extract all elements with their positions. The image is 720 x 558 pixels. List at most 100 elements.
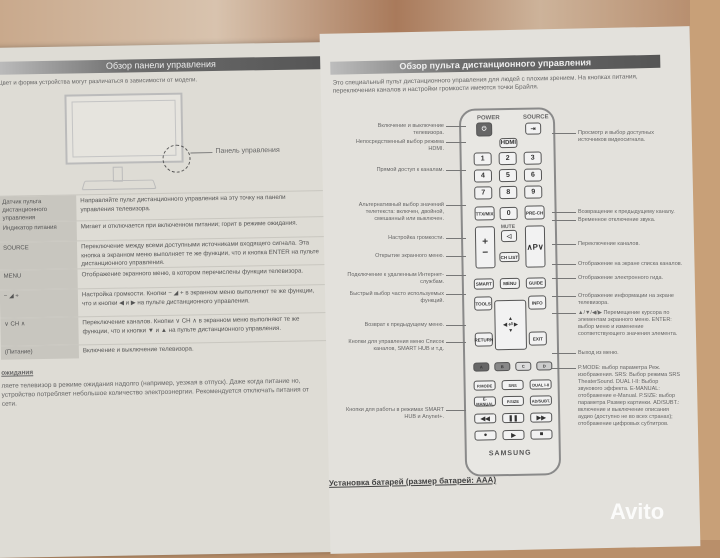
digit-button: 7 (474, 186, 493, 200)
control-panel-marker (162, 144, 191, 173)
left-callout: Прямой доступ к каналам. (376, 167, 444, 173)
row-label: SOURCE (0, 241, 78, 270)
source-label: SOURCE (522, 114, 549, 121)
left-callout: Альтернативный выбор значений телетекста… (358, 202, 444, 222)
source-icon: ⇥ (525, 122, 542, 135)
row-desc: Включение и выключение телевизора. (82, 345, 194, 355)
digit-button: 3 (523, 151, 542, 165)
color-button: A (473, 362, 490, 372)
row-label: Датчик пульта дистанционного управления (0, 195, 77, 222)
model-note: Цвет и форма устройства могут различатьс… (0, 77, 198, 87)
stop-icon: ■ (530, 429, 553, 440)
callout-line (552, 133, 576, 134)
control-panel-label: Панель управления (215, 146, 280, 156)
channel-rocker: ∧P∨ (524, 225, 546, 268)
row-label: − ◢ + (0, 289, 79, 318)
left-callout: Кнопки для работы в режимах SMART HUB и … (346, 407, 444, 420)
right-callout: P.MODE: выбор параметра Реж. изображения… (578, 365, 681, 427)
row-desc: Настройка громкости. Кнопки − ◢ + в экра… (81, 287, 315, 307)
callout-line (552, 244, 576, 245)
callout-line (552, 220, 576, 221)
left-page: Обзор панели управления Цвет и форма уст… (0, 42, 335, 558)
callout-line (552, 278, 576, 279)
row-desc: Переключение каналов. Кнопки ∨ CH ∧ в эк… (82, 315, 300, 335)
left-page-title: Обзор панели управления (0, 56, 326, 75)
callout-line (552, 212, 576, 213)
record-icon: ● (474, 430, 497, 441)
digit-button: 0 (499, 206, 518, 221)
right-callout: Временное отключение звука. (578, 217, 656, 223)
callout-line (446, 126, 466, 127)
callout-line (190, 152, 213, 154)
callout-line (552, 368, 576, 369)
row-label: MENU (0, 269, 78, 290)
digit-button: 1 (473, 152, 492, 166)
exit-button: EXIT (528, 331, 547, 346)
menu-button: MENU (499, 277, 520, 290)
callout-line (446, 142, 466, 143)
psize-button: P.SIZE (501, 395, 524, 407)
fast-forward-icon: ▶▶ (530, 412, 553, 423)
dual-button: DUAL I-II (529, 379, 552, 390)
standby-text: ляете телевизор в режиме ожидания надолг… (1, 377, 309, 408)
callout-line (552, 264, 576, 265)
callout-line (552, 313, 576, 314)
digit-button: 9 (524, 185, 543, 199)
callout-line (446, 205, 466, 206)
prech-button: PRE-CH (524, 205, 545, 220)
battery-heading: Установка батарей (размер батарей: AAA) (328, 475, 497, 488)
tools-button: TOOLS (474, 296, 493, 311)
digit-button: 8 (499, 185, 518, 200)
guide-button: GUIDE (525, 277, 546, 289)
callout-line (446, 170, 466, 171)
right-callout: Выход из меню. (578, 350, 619, 356)
right-page-title: Обзор пульта дистанционного управления (330, 54, 661, 75)
color-button: B (494, 362, 511, 372)
row-label: ∨ CH ∧ (0, 317, 79, 346)
row-label: Индикатор питания (0, 221, 77, 242)
left-callout: Открытие экранного меню. (375, 253, 444, 259)
digit-button: 2 (498, 151, 517, 166)
standby-heading: ожидания (1, 369, 34, 377)
dpad: ▲◀ ⏎ ▶▼ (494, 299, 528, 351)
left-callout: Быстрый выбор часто используемых функций… (349, 291, 444, 304)
pause-icon: ❚❚ (502, 412, 525, 424)
left-callout: Непосредственный выбор режима HDMI. (355, 139, 444, 152)
callout-line (552, 353, 576, 354)
right-callout: Просмотр и выбор доступных источников ви… (578, 130, 654, 143)
right-callout: Возвращение к предыдущему каналу. (578, 209, 675, 215)
emanual-button: E-MANUAL (473, 396, 496, 407)
hdmi-button: HDMI (499, 137, 518, 149)
color-button: D (536, 361, 553, 371)
right-callout: ▲/▼/◀/▶ Перемещение курсора по элементам… (578, 310, 678, 337)
row-desc: Мигает и отключается при включенном пита… (80, 219, 298, 231)
chlist-button: CH LIST (499, 251, 520, 263)
left-callout: Кнопки для управления меню Список канало… (348, 339, 444, 352)
callout-line (446, 238, 466, 239)
avito-watermark: Avito (610, 499, 665, 524)
right-callout: Отображение на экране списка каналов. (578, 261, 683, 267)
callout-line (446, 410, 466, 411)
callout-line (446, 325, 466, 326)
row-desc: Отображение экранного меню, в котором пе… (81, 267, 304, 279)
ttx-button: TTX/MIX (474, 206, 495, 221)
digit-button: 5 (498, 168, 518, 183)
info-button: INFO (528, 295, 547, 310)
digit-button: 6 (523, 168, 543, 182)
color-button: C (515, 361, 532, 371)
callout-line (446, 256, 466, 257)
right-callout: Отображение информации на экране телевиз… (578, 293, 674, 306)
callout-line (446, 275, 466, 276)
callout-line (446, 294, 466, 295)
left-callout: Подключение к удаленным Интернет-службам… (347, 272, 444, 285)
samsung-logo: SAMSUNG (488, 449, 532, 458)
remote-intro: Это специальный пульт дистанционного упр… (332, 73, 638, 95)
right-callout: Отображение электронного гида. (578, 275, 664, 281)
smart-button: SMART (473, 278, 494, 290)
power-icon: ⏻ (476, 122, 493, 137)
tv-base (81, 179, 157, 191)
left-callout: Включение и выключение телевизора. (377, 123, 444, 136)
